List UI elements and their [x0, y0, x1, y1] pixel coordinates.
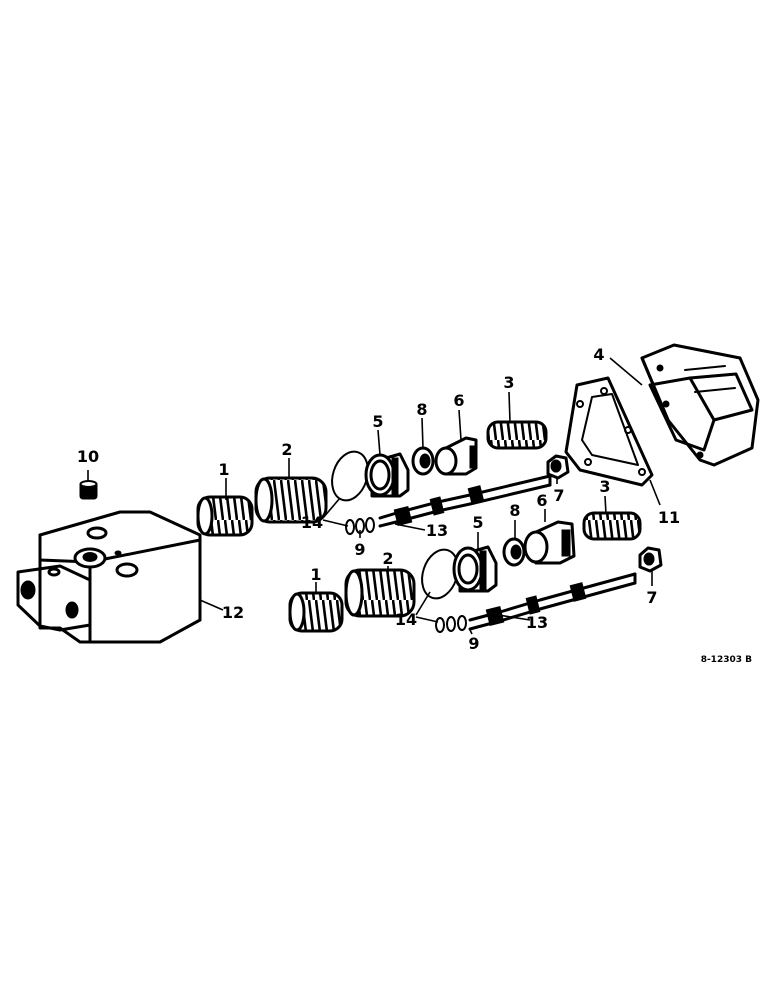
- callout-2-upper: 2: [281, 440, 292, 459]
- callout-3-upper: 3: [503, 373, 514, 392]
- callout-13-lower: 13: [526, 613, 548, 632]
- piston-part-5-upper: [364, 452, 410, 498]
- valve-body-part-12: [16, 510, 202, 644]
- small-seal-part-9-lower: [435, 615, 467, 633]
- callout-9-upper: 9: [354, 540, 365, 559]
- callout-1-lower: 1: [310, 565, 321, 584]
- spool-part-13-upper: [378, 474, 552, 528]
- callout-5-upper: 5: [372, 412, 383, 431]
- piston-part-5-lower: [452, 545, 498, 593]
- callout-14-upper: 14: [301, 513, 323, 532]
- washer-part-8-lower: [502, 537, 526, 567]
- callout-9-lower: 9: [468, 634, 479, 653]
- callout-6-lower: 6: [536, 491, 547, 510]
- spring-part-2-lower: [344, 568, 416, 618]
- nut-part-7-lower: [638, 546, 663, 573]
- callout-7-upper: 7: [553, 486, 564, 505]
- spring-part-1-upper: [196, 495, 254, 537]
- callout-6-upper: 6: [453, 391, 464, 410]
- callout-14-lower: 14: [395, 610, 417, 629]
- callout-11: 11: [658, 508, 680, 527]
- nut-part-7-upper: [546, 454, 570, 480]
- callout-13-upper: 13: [426, 521, 448, 540]
- spool-part-13-lower: [468, 572, 637, 631]
- leader-lines: [87, 357, 661, 635]
- sleeve-part-6-upper: [434, 436, 478, 476]
- callout-8-upper: 8: [416, 400, 427, 419]
- sleeve-part-6-lower: [523, 520, 576, 565]
- spring-part-1-lower: [288, 591, 344, 633]
- callout-8-lower: 8: [509, 501, 520, 520]
- callout-12: 12: [222, 603, 244, 622]
- gasket-part-11: [564, 376, 654, 487]
- spring-part-3-lower: [582, 511, 642, 541]
- callout-3-lower: 3: [599, 477, 610, 496]
- callout-1-upper: 1: [218, 460, 229, 479]
- callout-2-lower: 2: [382, 549, 393, 568]
- washer-part-8-upper: [411, 446, 435, 476]
- spring-part-3-upper: [486, 420, 548, 450]
- callout-labels: 1 2 5 8 6 3 4 10 7 11 14 13 9 12 5 8 6 3…: [77, 345, 680, 653]
- callout-5-lower: 5: [472, 513, 483, 532]
- plug-part-10: [79, 480, 98, 500]
- callout-4: 4: [593, 345, 604, 364]
- spring-part-2-upper: [254, 476, 328, 524]
- callout-7-lower: 7: [646, 588, 657, 607]
- drawing-number: 8-12303 B: [701, 655, 752, 665]
- end-cover-part-4: [640, 343, 760, 467]
- callout-10: 10: [77, 447, 99, 466]
